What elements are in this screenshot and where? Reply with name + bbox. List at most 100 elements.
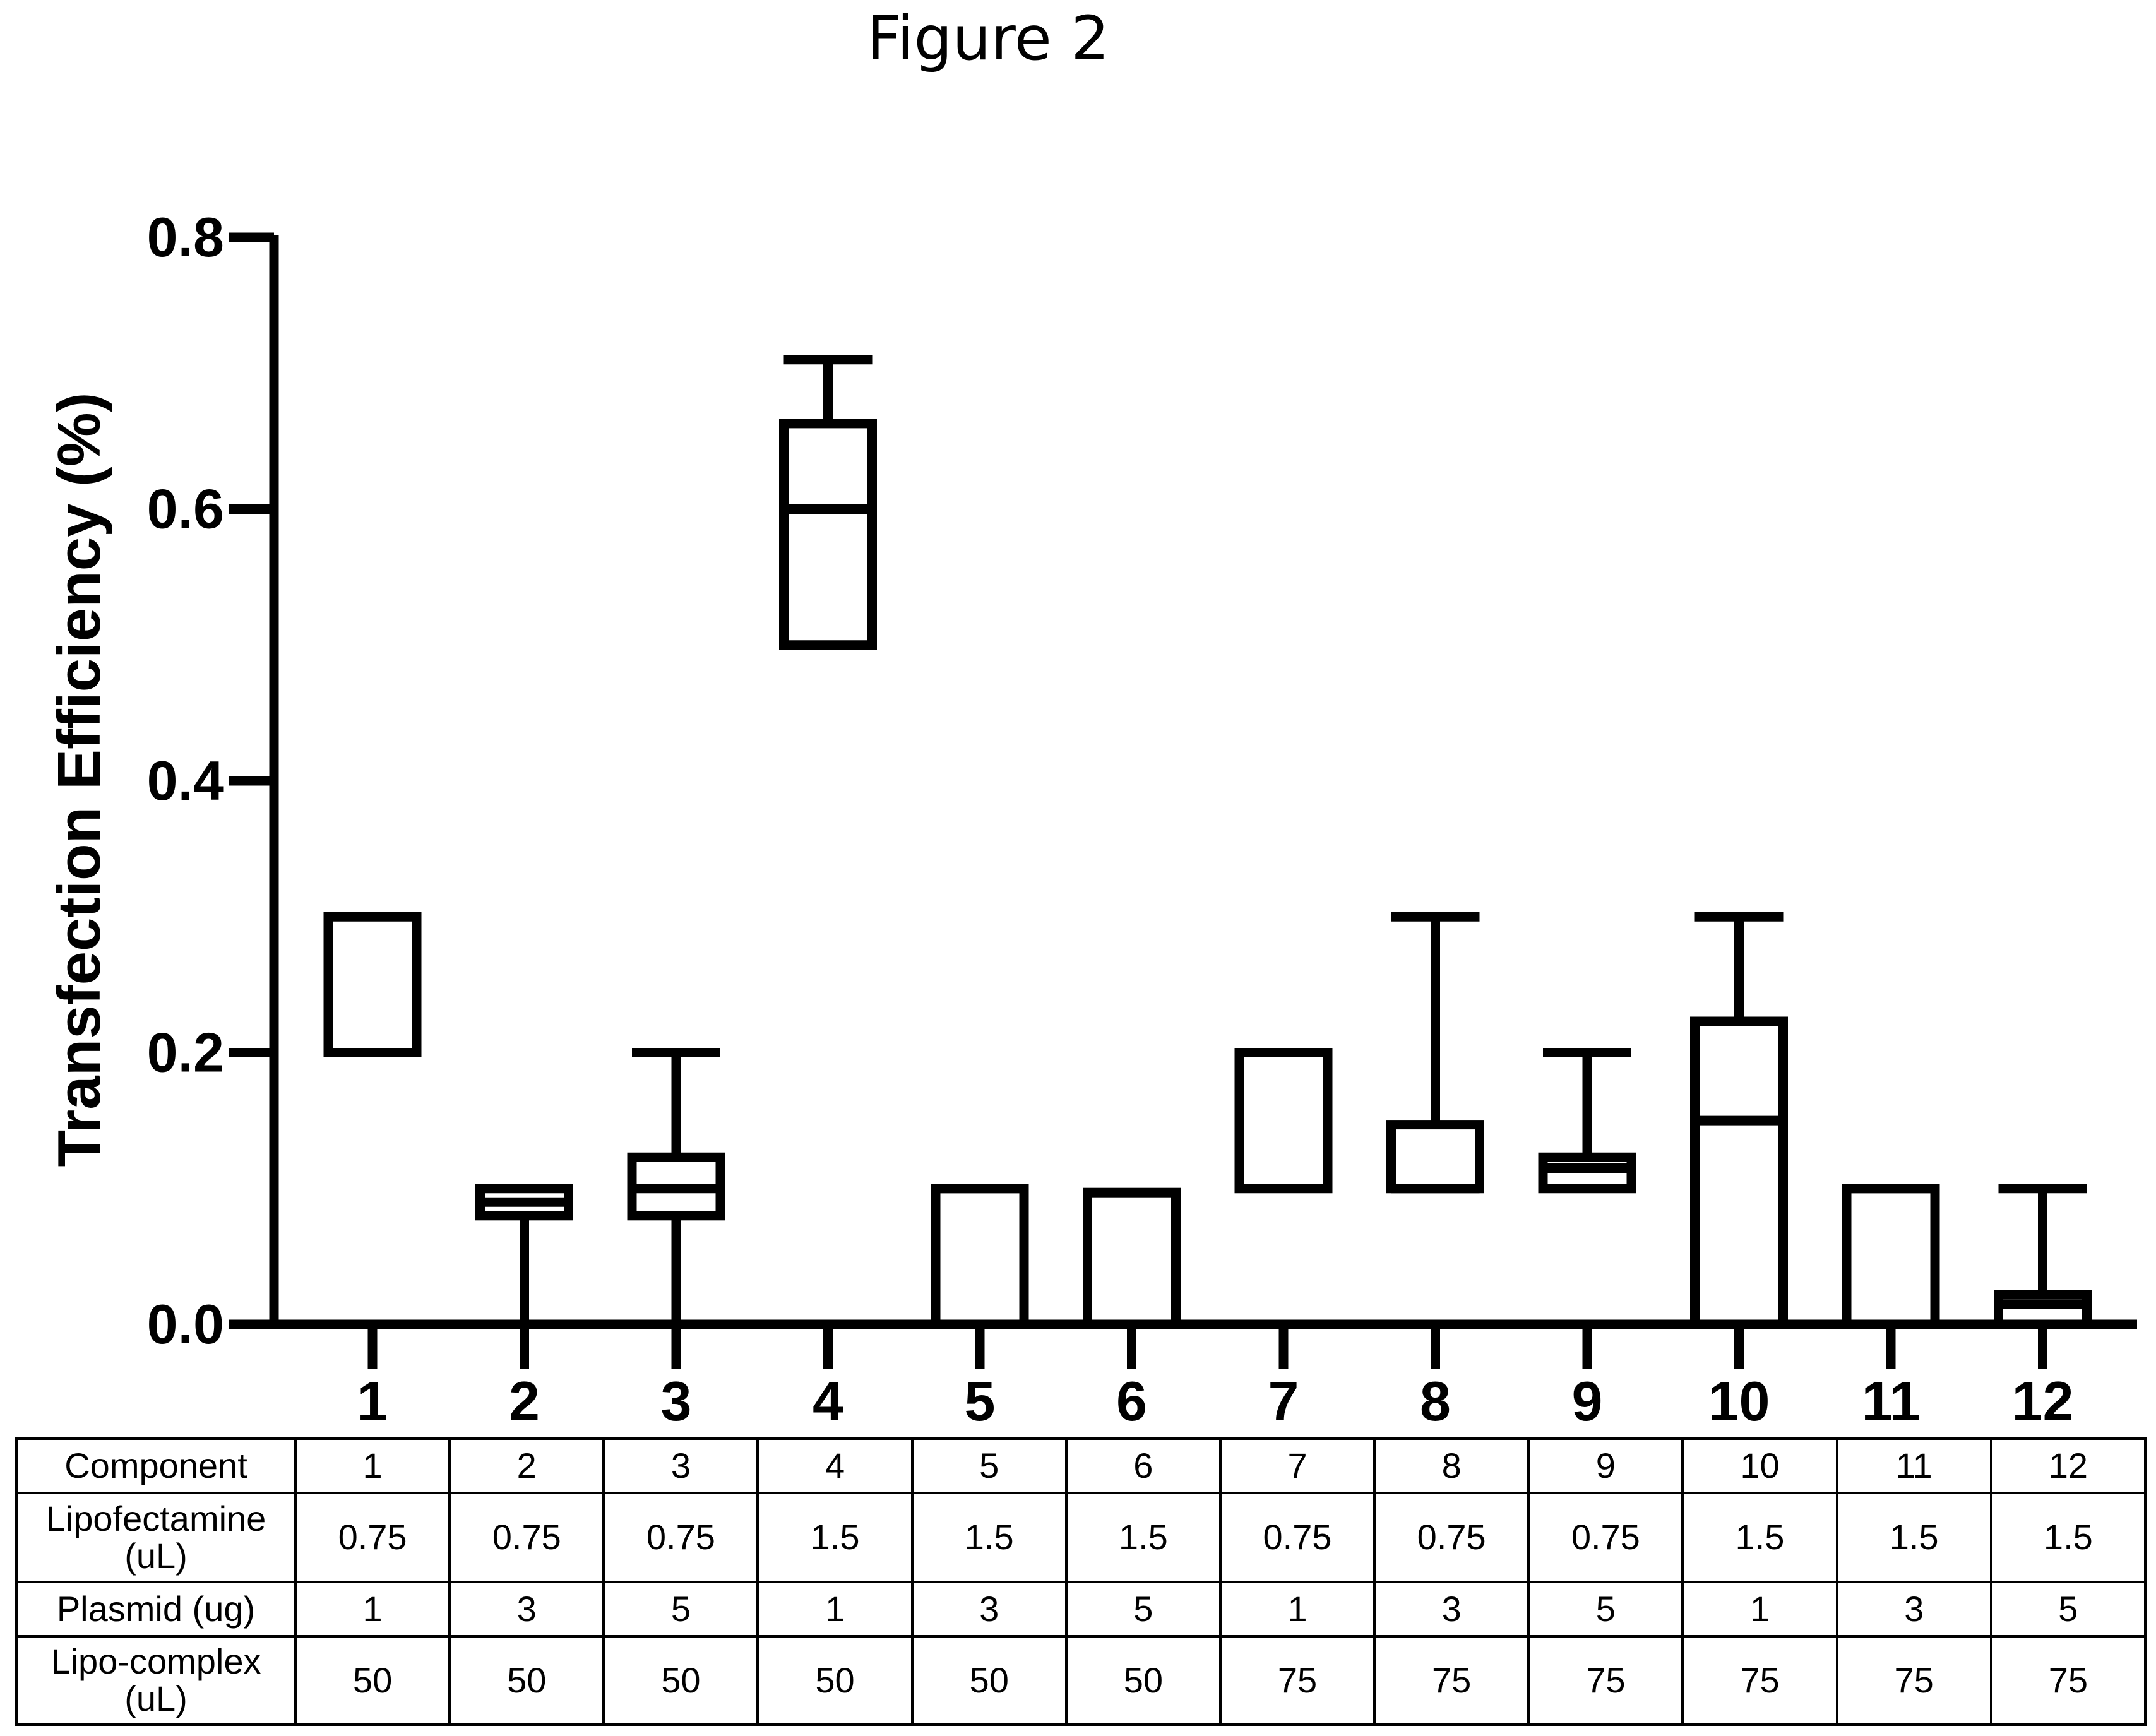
box-8 bbox=[1386, 912, 1484, 1194]
x-tick-label: 10 bbox=[1708, 1370, 1770, 1432]
table-cell: 3 bbox=[910, 1581, 1068, 1638]
table-cell: 1 bbox=[294, 1581, 451, 1638]
y-tick-label: 0.2 bbox=[147, 1021, 224, 1084]
table-cell: 3 bbox=[1373, 1581, 1530, 1638]
table-cell: 75 bbox=[1835, 1635, 1992, 1726]
table-cell: 75 bbox=[1218, 1635, 1376, 1726]
x-tick-label: 2 bbox=[509, 1370, 540, 1432]
iqr-box bbox=[1538, 1152, 1636, 1194]
box-11 bbox=[1842, 1184, 1940, 1329]
table-cell: 5 bbox=[1989, 1581, 2147, 1638]
iqr-box bbox=[1234, 1048, 1333, 1194]
table-cell: 50 bbox=[602, 1635, 759, 1726]
iqr-box bbox=[931, 1184, 1029, 1329]
iqr-box bbox=[1690, 1016, 1788, 1329]
table-cell: 0.75 bbox=[1527, 1492, 1684, 1583]
table-cell: 1 bbox=[294, 1437, 451, 1494]
box-5 bbox=[931, 1184, 1029, 1329]
table-cell: 50 bbox=[756, 1635, 914, 1726]
row-header: Lipofectamine (uL) bbox=[15, 1492, 297, 1583]
box-7 bbox=[1234, 1048, 1333, 1194]
table-cell: 0.75 bbox=[1373, 1492, 1530, 1583]
box-4 bbox=[779, 355, 877, 650]
table-cell: 1.5 bbox=[756, 1492, 914, 1583]
table-cell: 75 bbox=[1373, 1635, 1530, 1726]
box-3 bbox=[627, 1048, 725, 1324]
table-cell: 50 bbox=[910, 1635, 1068, 1726]
table-cell: 5 bbox=[602, 1581, 759, 1638]
table-cell: 0.75 bbox=[1218, 1492, 1376, 1583]
table-cell: 3 bbox=[602, 1437, 759, 1494]
iqr-box bbox=[323, 912, 422, 1057]
table-cell: 50 bbox=[294, 1635, 451, 1726]
table-cell: 3 bbox=[448, 1581, 605, 1638]
table-cell: 1.5 bbox=[1989, 1492, 2147, 1583]
row-header: Lipo-complex (uL) bbox=[15, 1635, 297, 1726]
y-tick-label: 0.8 bbox=[147, 206, 224, 268]
iqr-box bbox=[1083, 1187, 1181, 1329]
table-cell: 1 bbox=[1218, 1581, 1376, 1638]
table-cell: 7 bbox=[1218, 1437, 1376, 1494]
x-tick-label: 5 bbox=[965, 1370, 996, 1432]
box-6 bbox=[1083, 1187, 1181, 1329]
table-cell: 50 bbox=[448, 1635, 605, 1726]
table-cell: 0.75 bbox=[448, 1492, 605, 1583]
y-axis: 0.0 0.2 0.4 0.6 0.8 bbox=[147, 206, 279, 1355]
table-cell: 75 bbox=[1989, 1635, 2147, 1726]
row-header: Component bbox=[15, 1437, 297, 1494]
x-tick-label: 4 bbox=[813, 1370, 843, 1432]
table-cell: 9 bbox=[1527, 1437, 1684, 1494]
table-cell: 2 bbox=[448, 1437, 605, 1494]
table-cell: 8 bbox=[1373, 1437, 1530, 1494]
x-tick-label: 1 bbox=[357, 1370, 388, 1432]
table-cell: 0.75 bbox=[294, 1492, 451, 1583]
table-cell: 0.75 bbox=[602, 1492, 759, 1583]
iqr-box bbox=[1842, 1184, 1940, 1329]
table-cell: 1 bbox=[1681, 1581, 1838, 1638]
x-tick-label: 8 bbox=[1420, 1370, 1451, 1432]
y-axis-label: Transfection Efficiency (%) bbox=[45, 393, 113, 1167]
table-cell: 1 bbox=[756, 1581, 914, 1638]
table-cell: 5 bbox=[1064, 1581, 1222, 1638]
box-9 bbox=[1538, 1048, 1636, 1194]
table-cell: 5 bbox=[1527, 1581, 1684, 1638]
y-tick-label: 0.0 bbox=[147, 1293, 224, 1355]
box-series bbox=[323, 355, 2092, 1329]
y-tick-label: 0.4 bbox=[147, 749, 224, 812]
x-tick-label: 12 bbox=[2012, 1370, 2074, 1432]
x-tick-label: 3 bbox=[661, 1370, 692, 1432]
table-cell: 1.5 bbox=[1681, 1492, 1838, 1583]
table-cell: 5 bbox=[910, 1437, 1068, 1494]
iqr-box bbox=[779, 419, 877, 650]
table-cell: 4 bbox=[756, 1437, 914, 1494]
iqr-box bbox=[1994, 1290, 2092, 1329]
box-10 bbox=[1690, 912, 1788, 1329]
x-tick-label: 7 bbox=[1268, 1370, 1299, 1432]
box-12 bbox=[1994, 1184, 2092, 1329]
table-cell: 6 bbox=[1064, 1437, 1222, 1494]
x-tick-label: 9 bbox=[1572, 1370, 1603, 1432]
x-tick-label: 6 bbox=[1116, 1370, 1147, 1432]
table-cell: 12 bbox=[1989, 1437, 2147, 1494]
row-header: Plasmid (ug) bbox=[15, 1581, 297, 1638]
box-2 bbox=[475, 1184, 573, 1324]
iqr-box bbox=[1386, 1120, 1484, 1194]
table-cell: 75 bbox=[1681, 1635, 1838, 1726]
table-cell: 1.5 bbox=[1835, 1492, 1992, 1583]
table-cell: 3 bbox=[1835, 1581, 1992, 1638]
table-cell: 75 bbox=[1527, 1635, 1684, 1726]
table-cell: 1.5 bbox=[1064, 1492, 1222, 1583]
x-tick-label: 11 bbox=[1861, 1370, 1920, 1432]
figure-title: Figure 2 bbox=[866, 3, 1110, 74]
table-cell: 10 bbox=[1681, 1437, 1838, 1494]
table-cell: 50 bbox=[1064, 1635, 1222, 1726]
table-cell: 11 bbox=[1835, 1437, 1992, 1494]
y-tick-label: 0.6 bbox=[147, 478, 224, 540]
box-1 bbox=[323, 912, 422, 1057]
